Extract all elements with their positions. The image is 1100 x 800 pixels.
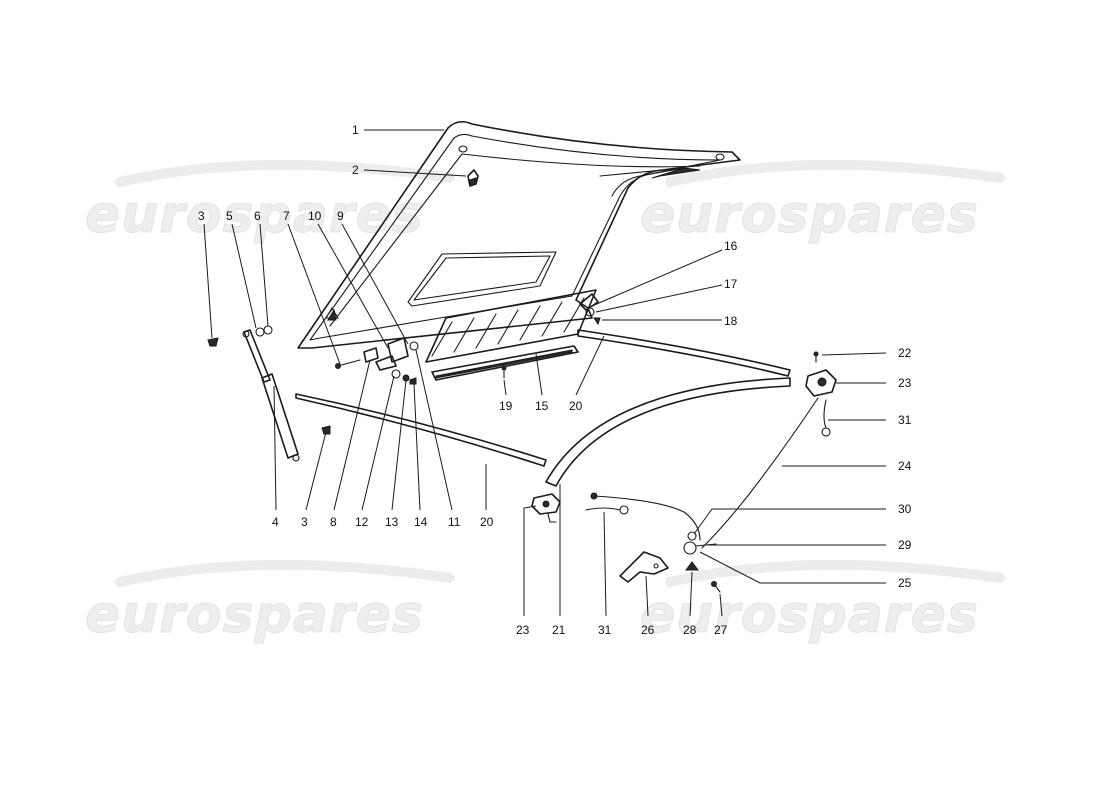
callout-label: 2 xyxy=(352,163,359,177)
callout-label: 5 xyxy=(226,209,233,223)
part-25-29-30-cable-clamp xyxy=(683,531,717,555)
callout-label: 19 xyxy=(499,399,513,413)
watermark-swoosh xyxy=(115,159,455,187)
callout-label: 9 xyxy=(337,209,344,223)
part-8-hinge-plate xyxy=(363,347,379,363)
part-27-screw xyxy=(711,581,721,593)
callout-label: 21 xyxy=(552,623,566,637)
callout-label: 7 xyxy=(283,209,290,223)
part-28-grommet xyxy=(685,561,699,571)
callout-label: 16 xyxy=(724,239,738,253)
callout-label: 20 xyxy=(569,399,583,413)
part-6-nut xyxy=(263,325,273,335)
callout-label: 6 xyxy=(254,209,261,223)
hood-frame xyxy=(297,120,741,349)
callout-numbers: 1 2 3 5 6 7 10 9 16 17 18 22 23 31 24 30… xyxy=(198,123,912,637)
watermark-text: eurospares xyxy=(640,185,979,245)
callout-label: 31 xyxy=(898,413,912,427)
callout-label: 11 xyxy=(448,515,461,529)
callout-label: 14 xyxy=(414,515,428,529)
part-17-18-fasteners xyxy=(585,307,601,326)
watermark-swoosh xyxy=(665,559,1005,587)
part-24-release-cable xyxy=(590,397,819,549)
part-23-latch-left xyxy=(531,493,561,523)
callout-label: 4 xyxy=(272,515,279,529)
part-31-cable-right xyxy=(821,399,831,437)
callout-label: 8 xyxy=(330,515,337,529)
watermark-swoosh xyxy=(665,159,1005,187)
callout-label: 29 xyxy=(898,538,912,552)
callout-label: 12 xyxy=(355,515,369,529)
callout-label: 10 xyxy=(308,209,322,223)
callout-label: 3 xyxy=(198,209,205,223)
watermark-text: eurospares xyxy=(85,185,424,245)
callout-label: 30 xyxy=(898,502,912,516)
callout-label: 23 xyxy=(516,623,530,637)
part-3-bolt-upper xyxy=(207,337,219,347)
part-22-screw xyxy=(813,351,819,363)
part-19-screw xyxy=(501,365,507,379)
callout-label: 23 xyxy=(898,376,912,390)
callout-label: 28 xyxy=(683,623,697,637)
part-2-hood-bump xyxy=(467,169,479,187)
callout-label: 31 xyxy=(598,623,612,637)
watermark-text: eurospares xyxy=(640,585,979,645)
callout-label: 25 xyxy=(898,576,912,590)
watermark-swoosh xyxy=(115,559,455,587)
callout-label: 20 xyxy=(480,515,494,529)
callout-label: 13 xyxy=(385,515,399,529)
part-26-release-lever xyxy=(619,551,669,583)
part-4-gas-strut xyxy=(242,329,300,462)
callout-label: 26 xyxy=(641,623,655,637)
callout-label: 24 xyxy=(898,459,912,473)
watermark-text: eurospares xyxy=(85,585,424,645)
callout-label: 22 xyxy=(898,346,912,360)
part-20-seal-strip-right xyxy=(577,329,791,377)
part-20-seal-strip-left xyxy=(295,393,547,467)
part-31-cable-left xyxy=(585,505,629,515)
callout-label: 15 xyxy=(535,399,549,413)
watermark-group: eurospares eurospares eurospares eurospa… xyxy=(85,159,1005,646)
callout-label: 3 xyxy=(301,515,308,529)
callout-label: 17 xyxy=(724,277,738,291)
part-9-10-hinge-brackets xyxy=(375,337,419,371)
part-15-16-grille xyxy=(425,289,599,381)
part-5-nut xyxy=(255,327,265,337)
part-12-13-14-fasteners xyxy=(391,369,417,385)
part-7-pin xyxy=(335,359,361,369)
part-21-curved-seal xyxy=(545,377,791,487)
leader-lines xyxy=(203,129,887,617)
part-3-bolt-lower xyxy=(321,425,331,435)
callout-label: 1 xyxy=(352,123,359,137)
callout-label: 18 xyxy=(724,314,738,328)
part-23-latch-right xyxy=(805,369,837,397)
callout-label: 27 xyxy=(714,623,728,637)
